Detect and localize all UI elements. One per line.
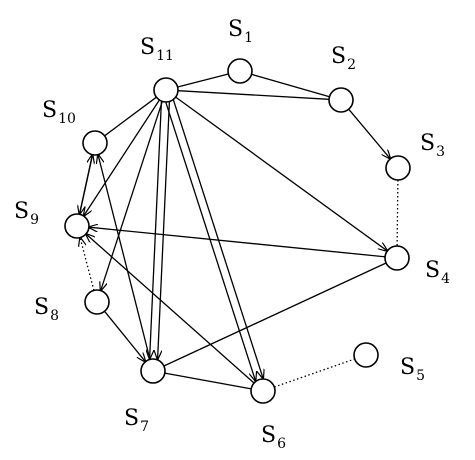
edge-s11-s4 [175, 96, 388, 251]
node-label-s6: S6 [261, 423, 286, 452]
node-label-letter: S [140, 35, 155, 60]
edge-s7-s6 [164, 372, 252, 390]
edge-s11-s2 [177, 90, 330, 100]
edge-s11-s9 [84, 99, 160, 216]
node-label-letter: S [420, 131, 435, 156]
node-label-subscript: 8 [50, 308, 59, 324]
node-s10 [82, 130, 108, 156]
node-label-letter: S [425, 258, 440, 283]
node-label-letter: S [261, 423, 276, 448]
node-s7 [140, 358, 166, 384]
edge-s3-s4 [396, 179, 399, 247]
node-label-subscript: 10 [58, 111, 76, 127]
edges [80, 73, 399, 390]
node-label-s5: S5 [400, 355, 425, 384]
nodes [64, 58, 411, 404]
node-label-subscript: 9 [30, 212, 39, 228]
edge-s2-s3 [348, 108, 391, 159]
node-s2 [328, 87, 354, 113]
node-label-s7: S7 [124, 406, 149, 435]
edge-s10-s9 [80, 154, 94, 215]
node-label-s3: S3 [420, 131, 445, 160]
node-s9 [64, 213, 90, 239]
node-label-subscript: 7 [140, 419, 149, 435]
node-label-subscript: 2 [347, 57, 356, 73]
node-s1 [227, 58, 253, 84]
edge-s11-s7 [150, 101, 163, 359]
node-label-subscript: 6 [277, 436, 286, 452]
node-label-subscript: 4 [441, 271, 450, 287]
node-label-letter: S [124, 406, 139, 431]
edge-s4-s7 [163, 262, 387, 367]
node-label-subscript: 1 [244, 30, 253, 46]
edge-s11-s1 [177, 73, 229, 88]
edge-s6-s5 [274, 358, 355, 388]
node-s8 [84, 289, 110, 315]
edge-s11-s10 [104, 96, 157, 137]
edge-s11-s8 [101, 101, 163, 290]
node-label-s4: S4 [425, 258, 450, 287]
node-label-s9: S9 [14, 199, 39, 228]
node-s3 [385, 155, 411, 181]
edge-s11-s6 [165, 102, 256, 381]
edge-s8-s7 [104, 310, 146, 361]
node-label-subscript: 11 [156, 48, 174, 64]
node-s6 [250, 378, 276, 404]
edge-s4-s9 [89, 227, 386, 258]
edge-s11-s6 [172, 100, 264, 378]
node-label-s8: S8 [34, 295, 59, 324]
node-s11 [153, 77, 179, 103]
node-label-s11: S11 [140, 35, 174, 64]
node-label-letter: S [228, 17, 243, 42]
node-label-s10: S10 [42, 98, 76, 127]
node-label-s2: S2 [331, 44, 356, 73]
node-label-letter: S [400, 355, 415, 380]
node-label-letter: S [42, 98, 57, 123]
node-s4 [384, 245, 410, 271]
edge-s11-s7 [158, 102, 171, 359]
node-label-letter: S [331, 44, 346, 69]
node-label-subscript: 3 [436, 144, 445, 160]
edge-s6-s9 [86, 234, 255, 384]
edge-s8-s9 [80, 238, 95, 291]
node-s5 [353, 342, 379, 368]
node-label-s1: S1 [228, 17, 253, 46]
node-label-letter: S [34, 295, 49, 320]
edge-s1-s2 [251, 73, 330, 98]
edge-s7-s10 [98, 155, 151, 360]
node-label-letter: S [14, 199, 29, 224]
node-label-subscript: 5 [416, 368, 425, 384]
